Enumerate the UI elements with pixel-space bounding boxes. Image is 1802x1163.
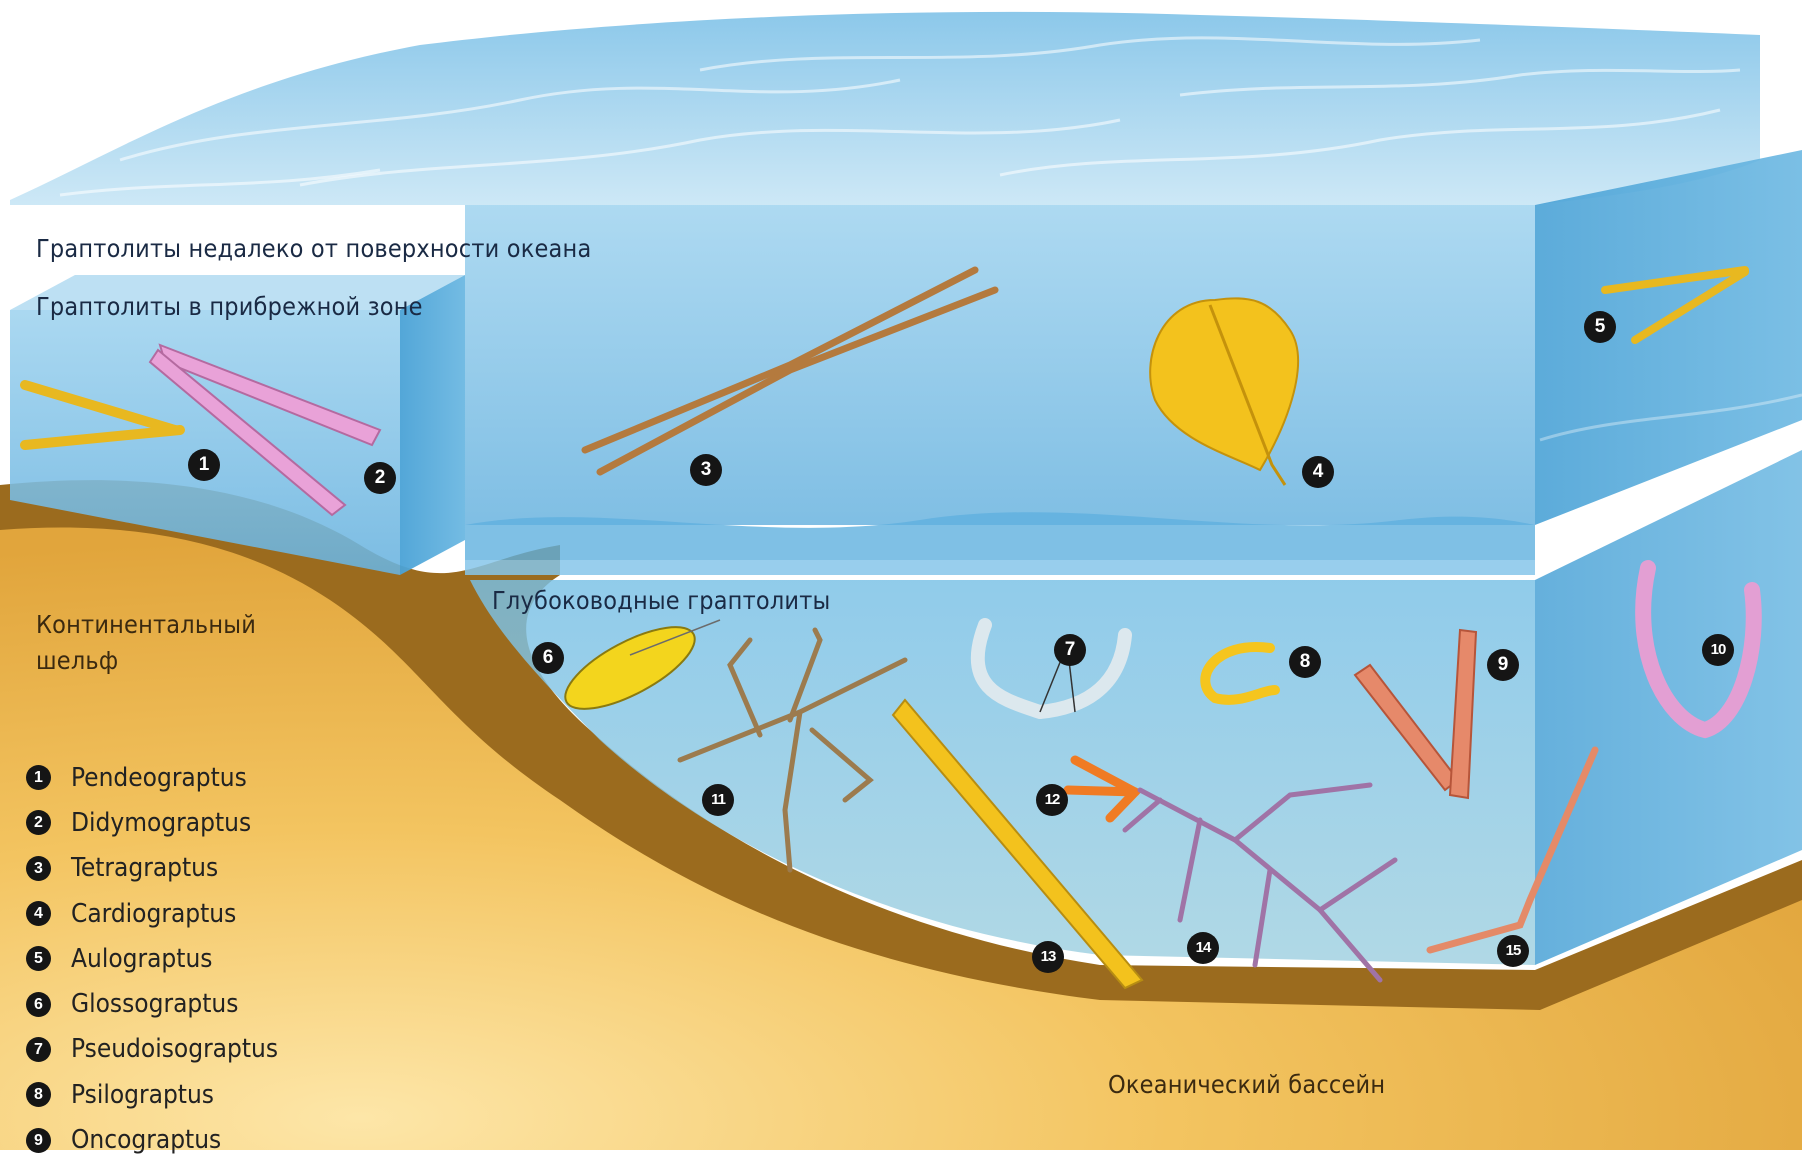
legend-item: 4 Cardiograptus xyxy=(26,891,278,936)
legend-badge: 1 xyxy=(26,765,51,790)
legend-name: Oncograptus xyxy=(71,1125,221,1155)
marker-8: 8 xyxy=(1289,646,1321,678)
marker-1: 1 xyxy=(188,449,220,481)
legend-badge: 3 xyxy=(26,856,51,881)
sea-surface xyxy=(10,12,1760,205)
marker-5: 5 xyxy=(1584,311,1616,343)
legend-item: 2 Didymograptus xyxy=(26,800,278,845)
label-deep: Глубоководные граптолиты xyxy=(492,586,831,615)
legend-badge: 2 xyxy=(26,810,51,835)
legend-badge: 6 xyxy=(26,992,51,1017)
marker-3: 3 xyxy=(690,454,722,486)
near-surface-box-front xyxy=(465,205,1535,525)
legend-badge: 5 xyxy=(26,946,51,971)
legend-item: 7 Pseudoisograptus xyxy=(26,1027,278,1072)
label-shelf-line1: Континентальный xyxy=(36,610,256,639)
legend-name: Cardiograptus xyxy=(71,899,236,929)
legend-name: Tetragraptus xyxy=(71,853,218,883)
legend-name: Psilograptus xyxy=(71,1080,214,1110)
marker-2: 2 xyxy=(364,462,396,494)
legend-badge: 8 xyxy=(26,1082,51,1107)
legend-item: 8 Psilograptus xyxy=(26,1072,278,1117)
legend: 1 Pendeograptus 2 Didymograptus 3 Tetragrap… xyxy=(26,755,278,1163)
legend-item: 6 Glossograptus xyxy=(26,981,278,1026)
legend-name: Didymograptus xyxy=(71,808,251,838)
label-shelf-line2: шельф xyxy=(36,646,118,675)
marker-6: 6 xyxy=(532,642,564,674)
deep-box-top xyxy=(465,560,1535,575)
legend-name: Aulograptus xyxy=(71,944,212,974)
near-surface-box-side xyxy=(1535,150,1802,525)
label-basin: Океанический бассейн xyxy=(1108,1070,1385,1099)
marker-14: 14 xyxy=(1187,932,1219,964)
legend-item: 5 Aulograptus xyxy=(26,936,278,981)
marker-12: 12 xyxy=(1036,784,1068,816)
marker-11: 11 xyxy=(702,784,734,816)
marker-15: 15 xyxy=(1497,935,1529,967)
marker-13: 13 xyxy=(1032,941,1064,973)
legend-badge: 7 xyxy=(26,1037,51,1062)
marker-10: 10 xyxy=(1702,634,1734,666)
legend-item: 3 Tetragraptus xyxy=(26,846,278,891)
marker-7: 7 xyxy=(1054,634,1086,666)
label-near-surface: Граптолиты недалеко от поверхности океан… xyxy=(36,234,591,263)
legend-name: Pendeograptus xyxy=(71,763,247,793)
label-coastal: Граптолиты в прибрежной зоне xyxy=(36,292,423,321)
legend-item: 9 Oncograptus xyxy=(26,1117,278,1162)
legend-name: Glossograptus xyxy=(71,989,238,1019)
legend-name: Pseudoisograptus xyxy=(71,1034,278,1064)
legend-item: 1 Pendeograptus xyxy=(26,755,278,800)
legend-badge: 9 xyxy=(26,1128,51,1153)
legend-badge: 4 xyxy=(26,901,51,926)
marker-4: 4 xyxy=(1302,456,1334,488)
marker-9: 9 xyxy=(1487,649,1519,681)
